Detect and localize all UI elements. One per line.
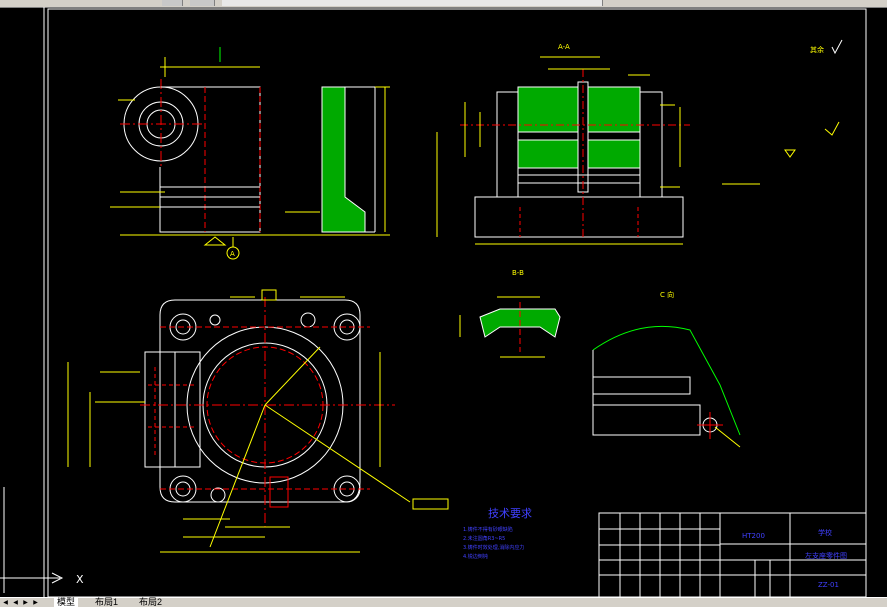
tech-req-item: 2.未注圆角R3~R5 xyxy=(463,535,505,542)
tab-layout1[interactable]: 布局1 xyxy=(95,597,119,607)
section-aa-view: A-A xyxy=(436,43,690,245)
next-tab-arrow-icon[interactable]: ▶ xyxy=(23,599,28,606)
drawing-border xyxy=(47,8,867,597)
toolbar-button[interactable] xyxy=(162,0,183,6)
layout-tab-bar: ◀ ◀ ▶ ▶ 模型 布局1 布局2 xyxy=(0,597,887,607)
top-view xyxy=(67,289,449,553)
view-c-label: C 向 xyxy=(660,290,674,299)
section-bb-label: B-B xyxy=(512,269,524,277)
toolbar-strip xyxy=(0,0,887,8)
ucs-x-label: X xyxy=(76,573,84,586)
tech-req-item: 1.铸件不得有砂眼缺陷 xyxy=(463,526,513,533)
tech-requirements: 技术要求 1.铸件不得有砂眼缺陷 2.未注圆角R3~R5 3.铸件时效处理,消除… xyxy=(463,507,532,560)
title-drawing-no: ZZ-01 xyxy=(818,581,839,589)
prev-tab-arrow-icon[interactable]: ◀ xyxy=(13,599,18,606)
tech-req-item: 4.锐边倒钝 xyxy=(463,553,488,560)
section-bb-view: B-B xyxy=(459,269,561,358)
view-c: C 向 xyxy=(592,290,741,448)
layer-dropdown[interactable] xyxy=(222,0,603,6)
tech-req-title: 技术要求 xyxy=(488,507,532,520)
last-tab-arrow-icon[interactable]: ▶ xyxy=(33,599,38,606)
ucs-icon: X xyxy=(0,487,84,593)
tab-model[interactable]: 模型 xyxy=(54,598,79,607)
front-view: A xyxy=(110,47,390,260)
title-material: HT200 xyxy=(742,532,765,540)
title-part-name: 左支座零件图 xyxy=(805,551,847,560)
title-school: 学校 xyxy=(818,528,832,537)
toolbar-button[interactable] xyxy=(190,0,215,6)
roughness-notes: 其余 xyxy=(722,39,843,185)
view-a-marker: A xyxy=(230,250,235,258)
drawing-canvas[interactable]: A A-A 其余 xyxy=(0,7,887,597)
title-block: HT200 左支座零件图 学校 ZZ-01 xyxy=(598,512,867,597)
svg-text:其余: 其余 xyxy=(810,45,824,54)
section-aa-label: A-A xyxy=(558,43,570,51)
tech-req-item: 3.铸件时效处理,消除内应力 xyxy=(463,544,524,551)
tab-layout2[interactable]: 布局2 xyxy=(139,597,163,607)
first-tab-arrow-icon[interactable]: ◀ xyxy=(3,599,8,606)
